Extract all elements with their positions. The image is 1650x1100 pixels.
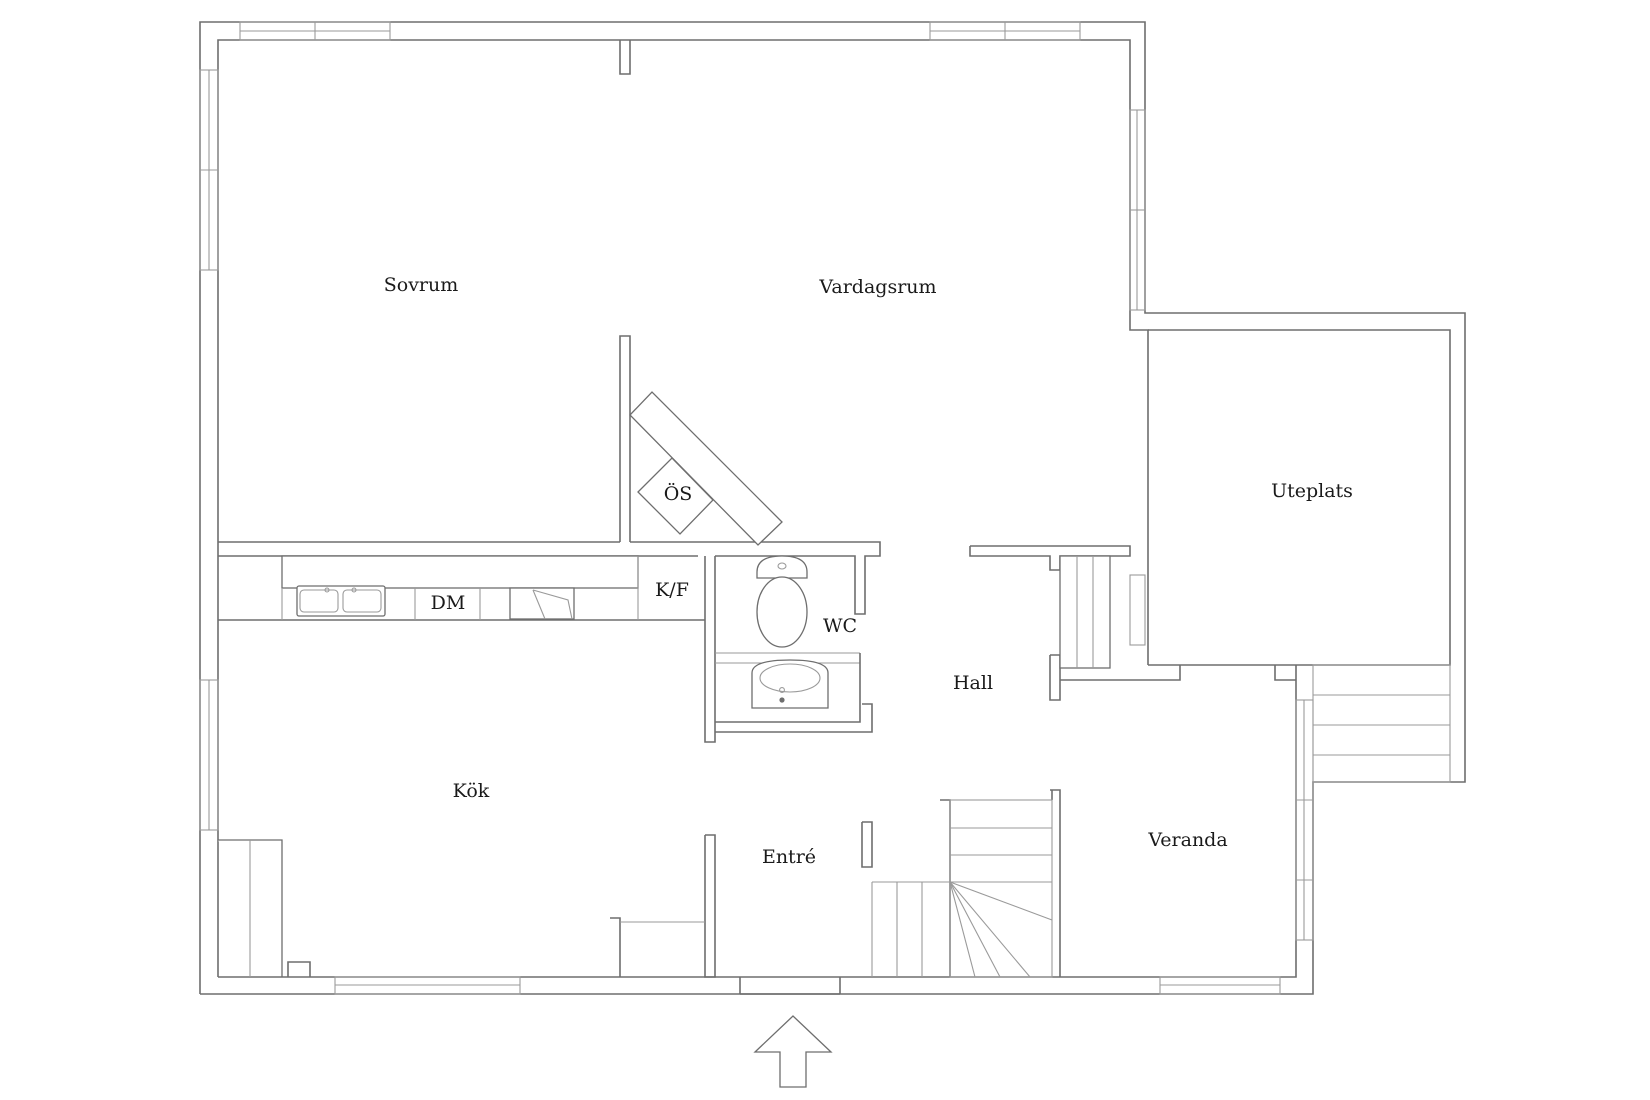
label-dm: DM (431, 592, 466, 614)
room-labels: Sovrum Vardagsrum Uteplats ÖS K/F DM WC … (384, 274, 1353, 868)
label-kf: K/F (655, 579, 689, 601)
wall-cabinet (281, 555, 639, 589)
staircase (871, 790, 1053, 978)
interior-walls (218, 40, 1296, 995)
wardrobe-os (629, 391, 783, 546)
sink-icon (296, 585, 386, 617)
label-vardagsrum: Vardagsrum (818, 276, 936, 298)
kitchen-storage (218, 839, 283, 977)
label-uteplats: Uteplats (1271, 480, 1353, 502)
label-entre: Entré (762, 846, 816, 868)
hall-shelf (1059, 555, 1146, 669)
stove-icon (509, 587, 575, 620)
label-veranda: Veranda (1147, 829, 1227, 851)
washbasin-icon (751, 659, 829, 709)
label-sovrum: Sovrum (384, 274, 459, 296)
toilet-icon (756, 555, 808, 648)
outdoor-steps (1312, 664, 1451, 783)
entrance-arrow-icon (753, 1015, 833, 1088)
label-wc: WC (823, 615, 857, 637)
label-kok: Kök (453, 780, 490, 802)
outer-walls (199, 21, 1466, 995)
label-hall: Hall (953, 672, 993, 694)
windows (199, 21, 1314, 995)
label-os: ÖS (664, 482, 693, 505)
kitchen-fixtures (281, 555, 639, 620)
